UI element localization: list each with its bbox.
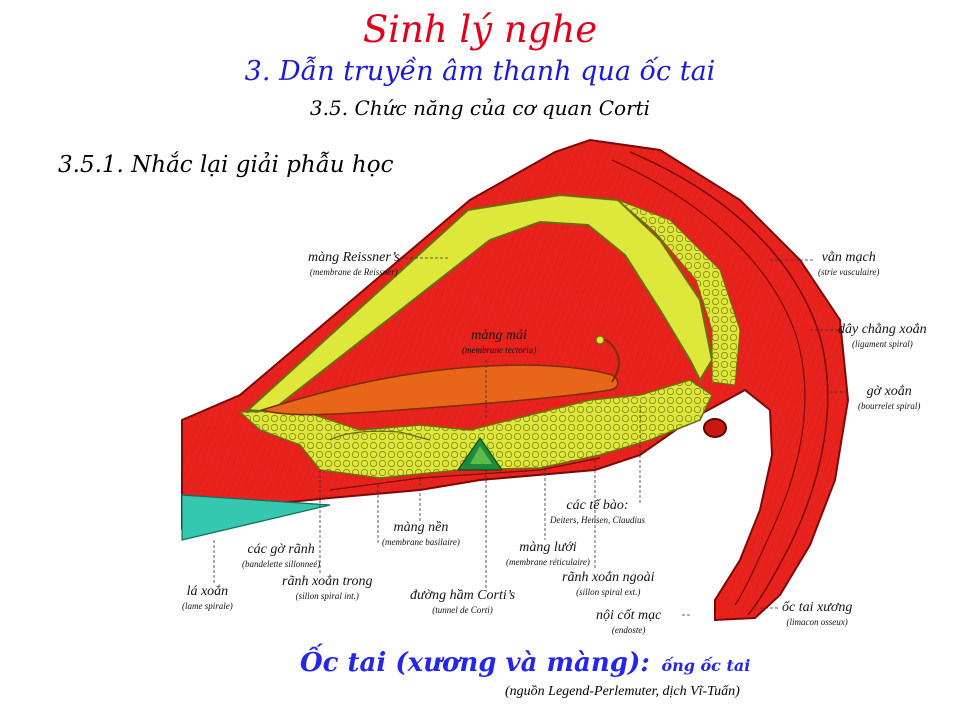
label-spiral-limbus-ridges: các gờ rãnh(bandelette sillonneé) <box>242 542 321 569</box>
figure-caption: Ốc tai (xương và màng): ống ốc tai <box>300 648 750 678</box>
label-bony-cochlea: ốc tai xương(limacon osseux) <box>782 600 853 627</box>
label-tectorial-membrane: màng mái(membrane tectoria) <box>462 328 537 355</box>
label-reissner-membrane: màng Reissner’s(membrane de Reissner) <box>308 250 400 277</box>
label-basilar-membrane: màng nền(membrane basilaire) <box>382 520 460 547</box>
label-spiral-prominence: gờ xoắn(bourrelet spiral) <box>858 384 921 411</box>
caption-main: Ốc tai (xương và màng): <box>300 648 650 678</box>
inner-spiral-sulcus <box>329 430 431 441</box>
label-outer-spiral-sulcus: rãnh xoắn ngoài(sillon spiral ext.) <box>562 570 655 597</box>
slide-subsection-heading: 3.5.1. Nhắc lại giải phẫu học <box>58 152 394 178</box>
stria-vascularis <box>617 199 741 386</box>
reissner-membrane <box>245 193 714 414</box>
label-reticular-membrane: màng lưới(membrane réticulaire) <box>506 540 590 567</box>
tectorial-membrane <box>259 364 619 416</box>
caption-sub: ống ốc tai <box>661 656 751 675</box>
figure-source: (nguồn Legend-Perlemuter, dịch Vĩ-Tuấn) <box>505 684 740 699</box>
label-inner-spiral-sulcus: rãnh xoắn trong(sillon spiral int.) <box>282 574 373 601</box>
slide-subtitle: 3. Dẫn truyền âm thanh qua ốc tai <box>244 56 716 87</box>
slide-section-heading: 3.5. Chức năng của cơ quan Corti <box>309 96 651 120</box>
label-tunnel-of-corti: đường hầm Corti’s(tunnel de Corti) <box>410 588 516 615</box>
slide-title: Sinh lý nghe <box>362 8 598 51</box>
label-stria-vascularis: vằn mạch(strie vasculaire) <box>818 250 880 277</box>
spiral-lamina-teal <box>181 494 331 541</box>
label-cells: các tế bào:Deiters, Hensen, Claudius <box>550 498 645 525</box>
label-spiral-lamina: lá xoắn(lame spirale) <box>182 584 233 611</box>
organ-of-corti-base <box>238 379 713 479</box>
basilar-membrane <box>329 457 601 491</box>
label-endosteum: nội cốt mạc(endoste) <box>596 608 662 635</box>
label-leader-lines <box>213 257 850 616</box>
label-spiral-ligament: dây chằng xoắn(ligament spiral) <box>838 322 927 349</box>
